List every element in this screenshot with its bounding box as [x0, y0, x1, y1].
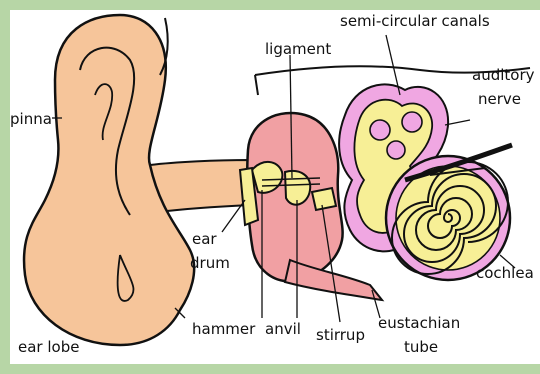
label-ligament: ligament [265, 42, 331, 57]
label-anvil: anvil [265, 322, 301, 337]
label-eustachian-line1: eustachian [378, 316, 460, 331]
label-ear-drum-line2: drum [190, 256, 230, 271]
anvil-shape [285, 171, 310, 205]
label-ear-lobe: ear lobe [18, 340, 79, 355]
label-semicircular-canals: semi-circular canals [340, 14, 490, 29]
stirrup-shape [312, 188, 336, 210]
label-hammer: hammer [192, 322, 255, 337]
label-eustachian-line2: tube [404, 340, 438, 355]
label-ear-drum-line1: ear [192, 232, 217, 247]
label-auditory-nerve-line2: nerve [478, 92, 521, 107]
label-auditory-nerve-line1: auditory [472, 68, 535, 83]
ear-canal [150, 160, 250, 212]
label-pinna: pinna [10, 112, 52, 127]
label-stirrup: stirrup [316, 328, 365, 343]
label-cochlea: cochlea [476, 266, 534, 281]
